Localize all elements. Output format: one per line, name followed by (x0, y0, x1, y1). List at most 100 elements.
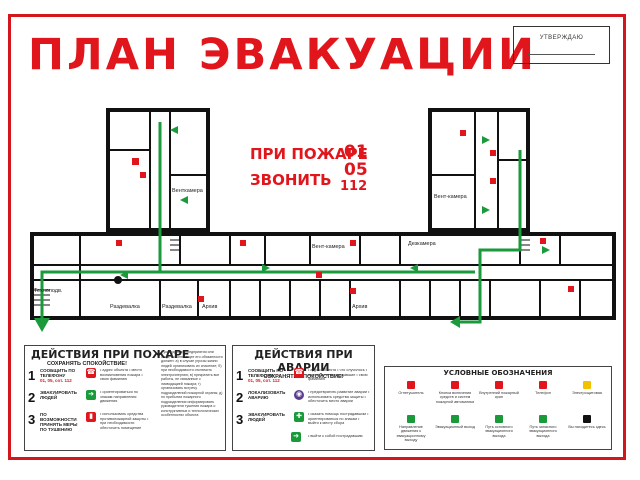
legend-symbol: Электрощитовая (567, 381, 607, 395)
accident-step-3-text: ЭВАКУИРОВАТЬ ЛЮДЕЙ (248, 412, 285, 422)
accident-step-1-phones: 01, 05, сот. 112 (248, 378, 280, 383)
legend-symbol: Путь запасного эвакуационного выхода (523, 415, 563, 438)
legend-symbol: Направление движения к эвакуационному вы… (391, 415, 431, 443)
symbols-legend-heading: УСЛОВНЫЕ ОБОЗНАЧЕНИЯ (443, 369, 553, 377)
fire-step-1-phones: 01, 05, сот. 112 (40, 378, 72, 383)
gas-mask-icon: ◉ (294, 390, 304, 400)
accident-step-2-num: 2 (236, 390, 244, 405)
fire-step-3-num: 3 (28, 412, 36, 427)
room-label-dezkamera: Дезкамера (408, 241, 437, 247)
legend-symbol: Вы находитесь здесь (567, 415, 607, 429)
fire-call-line1: ПРИ ПОЖАРЕ (250, 145, 368, 163)
room-label-ventkamera-center: Вент-камера (312, 244, 346, 250)
accident-step-2-desc: • предотвратить развитие аварии • исполь… (308, 390, 370, 404)
accident-actions-panel: ДЕЙСТВИЯ ПРИ АВАРИИ СОХРАНЯТЬ СПОКОЙСТВИ… (232, 345, 375, 451)
accident-step-1-num: 1 (236, 368, 244, 383)
fire-step-1-desc: • адрес объекта • место возникновения по… (100, 368, 143, 382)
fire-step-1-num: 1 (28, 368, 36, 383)
exit-arrow-main (34, 318, 50, 332)
legend-symbol-label: Вы находитесь здесь (568, 425, 606, 429)
floor-plan: Вентка­мера Вент-камера Вент-камера Дезк… (30, 108, 616, 332)
room-label-arhiv-left: Архив (202, 304, 217, 310)
fire-actions-panel: ДЕЙСТВИЯ ПРИ ПОЖАРЕ СОХРАНЯТЬ СПОКОЙСТВИ… (24, 345, 226, 451)
room-label-tehpodval: Тех­но­подв. (34, 288, 63, 294)
legend-symbol-swatch (495, 415, 503, 423)
room-label-razdevalka-center: Раздевалка (162, 304, 193, 310)
signature-line (528, 54, 595, 55)
accident-step-3: 3 ЭВАКУИРОВАТЬ ЛЮДЕЙ ✚ • оказать помощь … (236, 412, 371, 436)
legend-symbol-label: Телефон (535, 391, 551, 395)
legend-symbol-swatch (583, 381, 591, 389)
room-label-ventkamera-right: Вент-камера (434, 194, 468, 200)
fire-step-2: 2 ЭВАКУИРОВАТЬ ЛЮДЕЙ ➜ • ориентироваться… (28, 390, 222, 410)
fire-step-3-desc: • использовать средства противопожарной … (100, 412, 149, 430)
legend-symbol-label: Кнопка включения средств и систем пожарн… (435, 391, 475, 404)
building-walls (30, 108, 616, 320)
fire-actions-sub: СОХРАНЯТЬ СПОКОЙСТВИЕ! (47, 361, 127, 367)
legend-symbol-swatch (539, 415, 547, 423)
fire-step-3-text: ПО ВОЗМОЖНОСТИ ПРИНЯТЬ МЕРЫ ПО ТУШЕНИЮ (40, 412, 78, 432)
stairs (34, 234, 530, 306)
legend-symbol-label: Электрощитовая (572, 391, 602, 395)
fire-call-number-01: 01 (344, 142, 368, 162)
fire-equipment-markers (116, 130, 574, 302)
room-label-ventkamera-left: Вентка­мера (172, 188, 204, 194)
fire-step-2-num: 2 (28, 390, 36, 405)
legend-symbol: Внутренний пожарный кран (479, 381, 519, 400)
accident-step-3-desc: • оказать помощь пострадавшим • ориентир… (308, 412, 369, 426)
you-are-here-marker (114, 276, 122, 284)
page-title: ПЛАН ЭВАКУАЦИИ (28, 30, 537, 80)
legend-symbol-swatch (583, 415, 591, 423)
legend-symbol-swatch (495, 381, 503, 389)
direction-arrows (120, 126, 550, 279)
legend-symbol-swatch (407, 381, 415, 389)
accident-step-2-text: ЛОКАЛИЗОВАТЬ АВАРИЮ (248, 390, 286, 400)
legend-symbol: Телефон (523, 381, 563, 395)
room-label-razdevalka-left: Раздевалка (110, 304, 141, 310)
accident-step-1-desc: • адрес объекта • что случилось • имеютс… (308, 368, 368, 382)
fire-step-2-text: ЭВАКУИРОВАТЬ ЛЮДЕЙ (40, 390, 77, 400)
fire-step-2-desc: • ориентироваться по знакам направления … (100, 390, 138, 404)
phone-icon: ☎ (294, 368, 304, 378)
fire-call-sign: ПРИ ПОЖАРЕ ЗВОНИТЬ 01 05 112 (244, 142, 370, 197)
accident-step-2: 2 ЛОКАЛИЗОВАТЬ АВАРИЮ ◉ • предотвратить … (236, 390, 371, 410)
legend-symbol-label: Внутренний пожарный кран (479, 391, 519, 400)
legend-symbol-label: Направление движения к эвакуационному вы… (396, 425, 426, 443)
accident-exit-note: • выйти к собой пострадавшим (308, 434, 363, 438)
inner-walls (32, 110, 614, 318)
room-label-arhiv-right: Архив (352, 304, 367, 310)
legend-symbol-label: Огнетушитель (398, 391, 424, 395)
phone-icon: ☎ (86, 368, 96, 378)
approve-box: УТВЕРЖДАЮ (513, 26, 610, 64)
accident-actions-heading: ДЕЙСТВИЯ ПРИ АВАРИИ (254, 348, 353, 374)
legend-symbol-swatch (539, 381, 547, 389)
legend-symbol-swatch (451, 415, 459, 423)
accident-step-3-num: 3 (236, 412, 244, 427)
extinguisher-icon: ▮ (86, 412, 96, 422)
exit-icon: ➜ (86, 390, 96, 400)
legend-symbol: Кнопка включения средств и систем пожарн… (435, 381, 475, 404)
fire-call-number-05: 05 (344, 160, 368, 180)
legend-symbol-swatch (407, 415, 415, 423)
legend-symbol-swatch (451, 381, 459, 389)
first-aid-icon: ✚ (294, 412, 304, 422)
fire-call-line2: ЗВОНИТЬ (250, 171, 332, 189)
legend-symbol: Огнетушитель (391, 381, 431, 395)
accident-step-1-label: СООБЩИТЬ ПО ТЕЛЕФОНУ (248, 368, 284, 378)
fire-step-1-label: СООБЩИТЬ ПО ТЕЛЕФОНУ (40, 368, 76, 378)
fire-actions-note: Руководитель предприятия или лицо, испол… (161, 350, 223, 417)
symbols-legend-panel: УСЛОВНЫЕ ОБОЗНАЧЕНИЯ Огнетушитель Кнопка … (384, 366, 612, 450)
legend-symbol: Эвакуационный выход (435, 415, 475, 429)
approve-label: УТВЕРЖДАЮ (539, 35, 584, 41)
legend-symbol: Путь основного эвакуационного выхода (479, 415, 519, 438)
legend-symbol-label: Путь запасного эвакуационного выхода (529, 425, 557, 438)
exit-sign-icon: ➜ (291, 432, 301, 442)
legend-symbol-label: Путь основного эвакуационного выхода (485, 425, 513, 438)
fire-actions-heading: ДЕЙСТВИЯ ПРИ ПОЖАРЕ (31, 348, 190, 361)
fire-call-number-112: 112 (340, 179, 368, 194)
fire-step-3: 3 ПО ВОЗМОЖНОСТИ ПРИНЯТЬ МЕРЫ ПО ТУШЕНИЮ… (28, 412, 222, 436)
